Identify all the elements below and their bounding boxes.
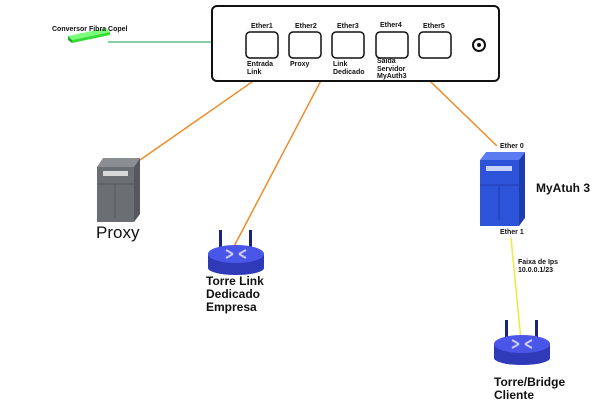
- port-ether4-label: Ether4: [380, 22, 402, 29]
- fiber-converter-icon: [68, 28, 110, 43]
- port-ether3-caption: Link Dedicado: [333, 61, 365, 76]
- port-ether5-label: Ether5: [423, 23, 445, 30]
- port-ether1-label: Ether1: [251, 23, 273, 30]
- port-ether4[interactable]: [375, 31, 409, 59]
- myauth-server-icon: [480, 152, 525, 226]
- tower-link-router-icon: [208, 230, 264, 275]
- myauth-label: MyAtuh 3: [536, 181, 590, 195]
- port-ether5[interactable]: [418, 31, 452, 59]
- link-ether3-tower: [229, 49, 338, 255]
- port-ether1-caption: Entrada Link: [247, 61, 274, 76]
- port-ether3-label: Ether3: [337, 23, 359, 30]
- port-ether2-label: Ether2: [295, 23, 317, 30]
- proxy-server-icon: [97, 158, 140, 222]
- converter-label: Conversor Fibra Copel: [52, 26, 128, 33]
- port-ether3[interactable]: [331, 31, 365, 59]
- port-ether1[interactable]: [245, 31, 279, 59]
- tower-client-label: Torre/Bridge Cliente: [494, 375, 566, 403]
- power-button-icon[interactable]: [472, 38, 486, 52]
- tower-link-label: Torre Link Dedicado Empresa: [206, 274, 264, 315]
- myauth-port-bottom-label: Ether 1: [500, 229, 524, 236]
- port-ether4-caption: Saida Servidor MyAuth3: [377, 58, 407, 81]
- link-myauth-client: [510, 237, 522, 341]
- router-ports: [245, 31, 452, 59]
- tower-client-router-icon: [494, 320, 550, 365]
- proxy-label: Proxy: [96, 223, 140, 242]
- myauth-port-top-label: Ether 0: [500, 143, 524, 150]
- ip-range-label: Faixa de Ips 10.0.0.1/23: [518, 259, 559, 274]
- port-ether2-caption: Proxy: [290, 61, 310, 68]
- port-ether2[interactable]: [288, 31, 322, 59]
